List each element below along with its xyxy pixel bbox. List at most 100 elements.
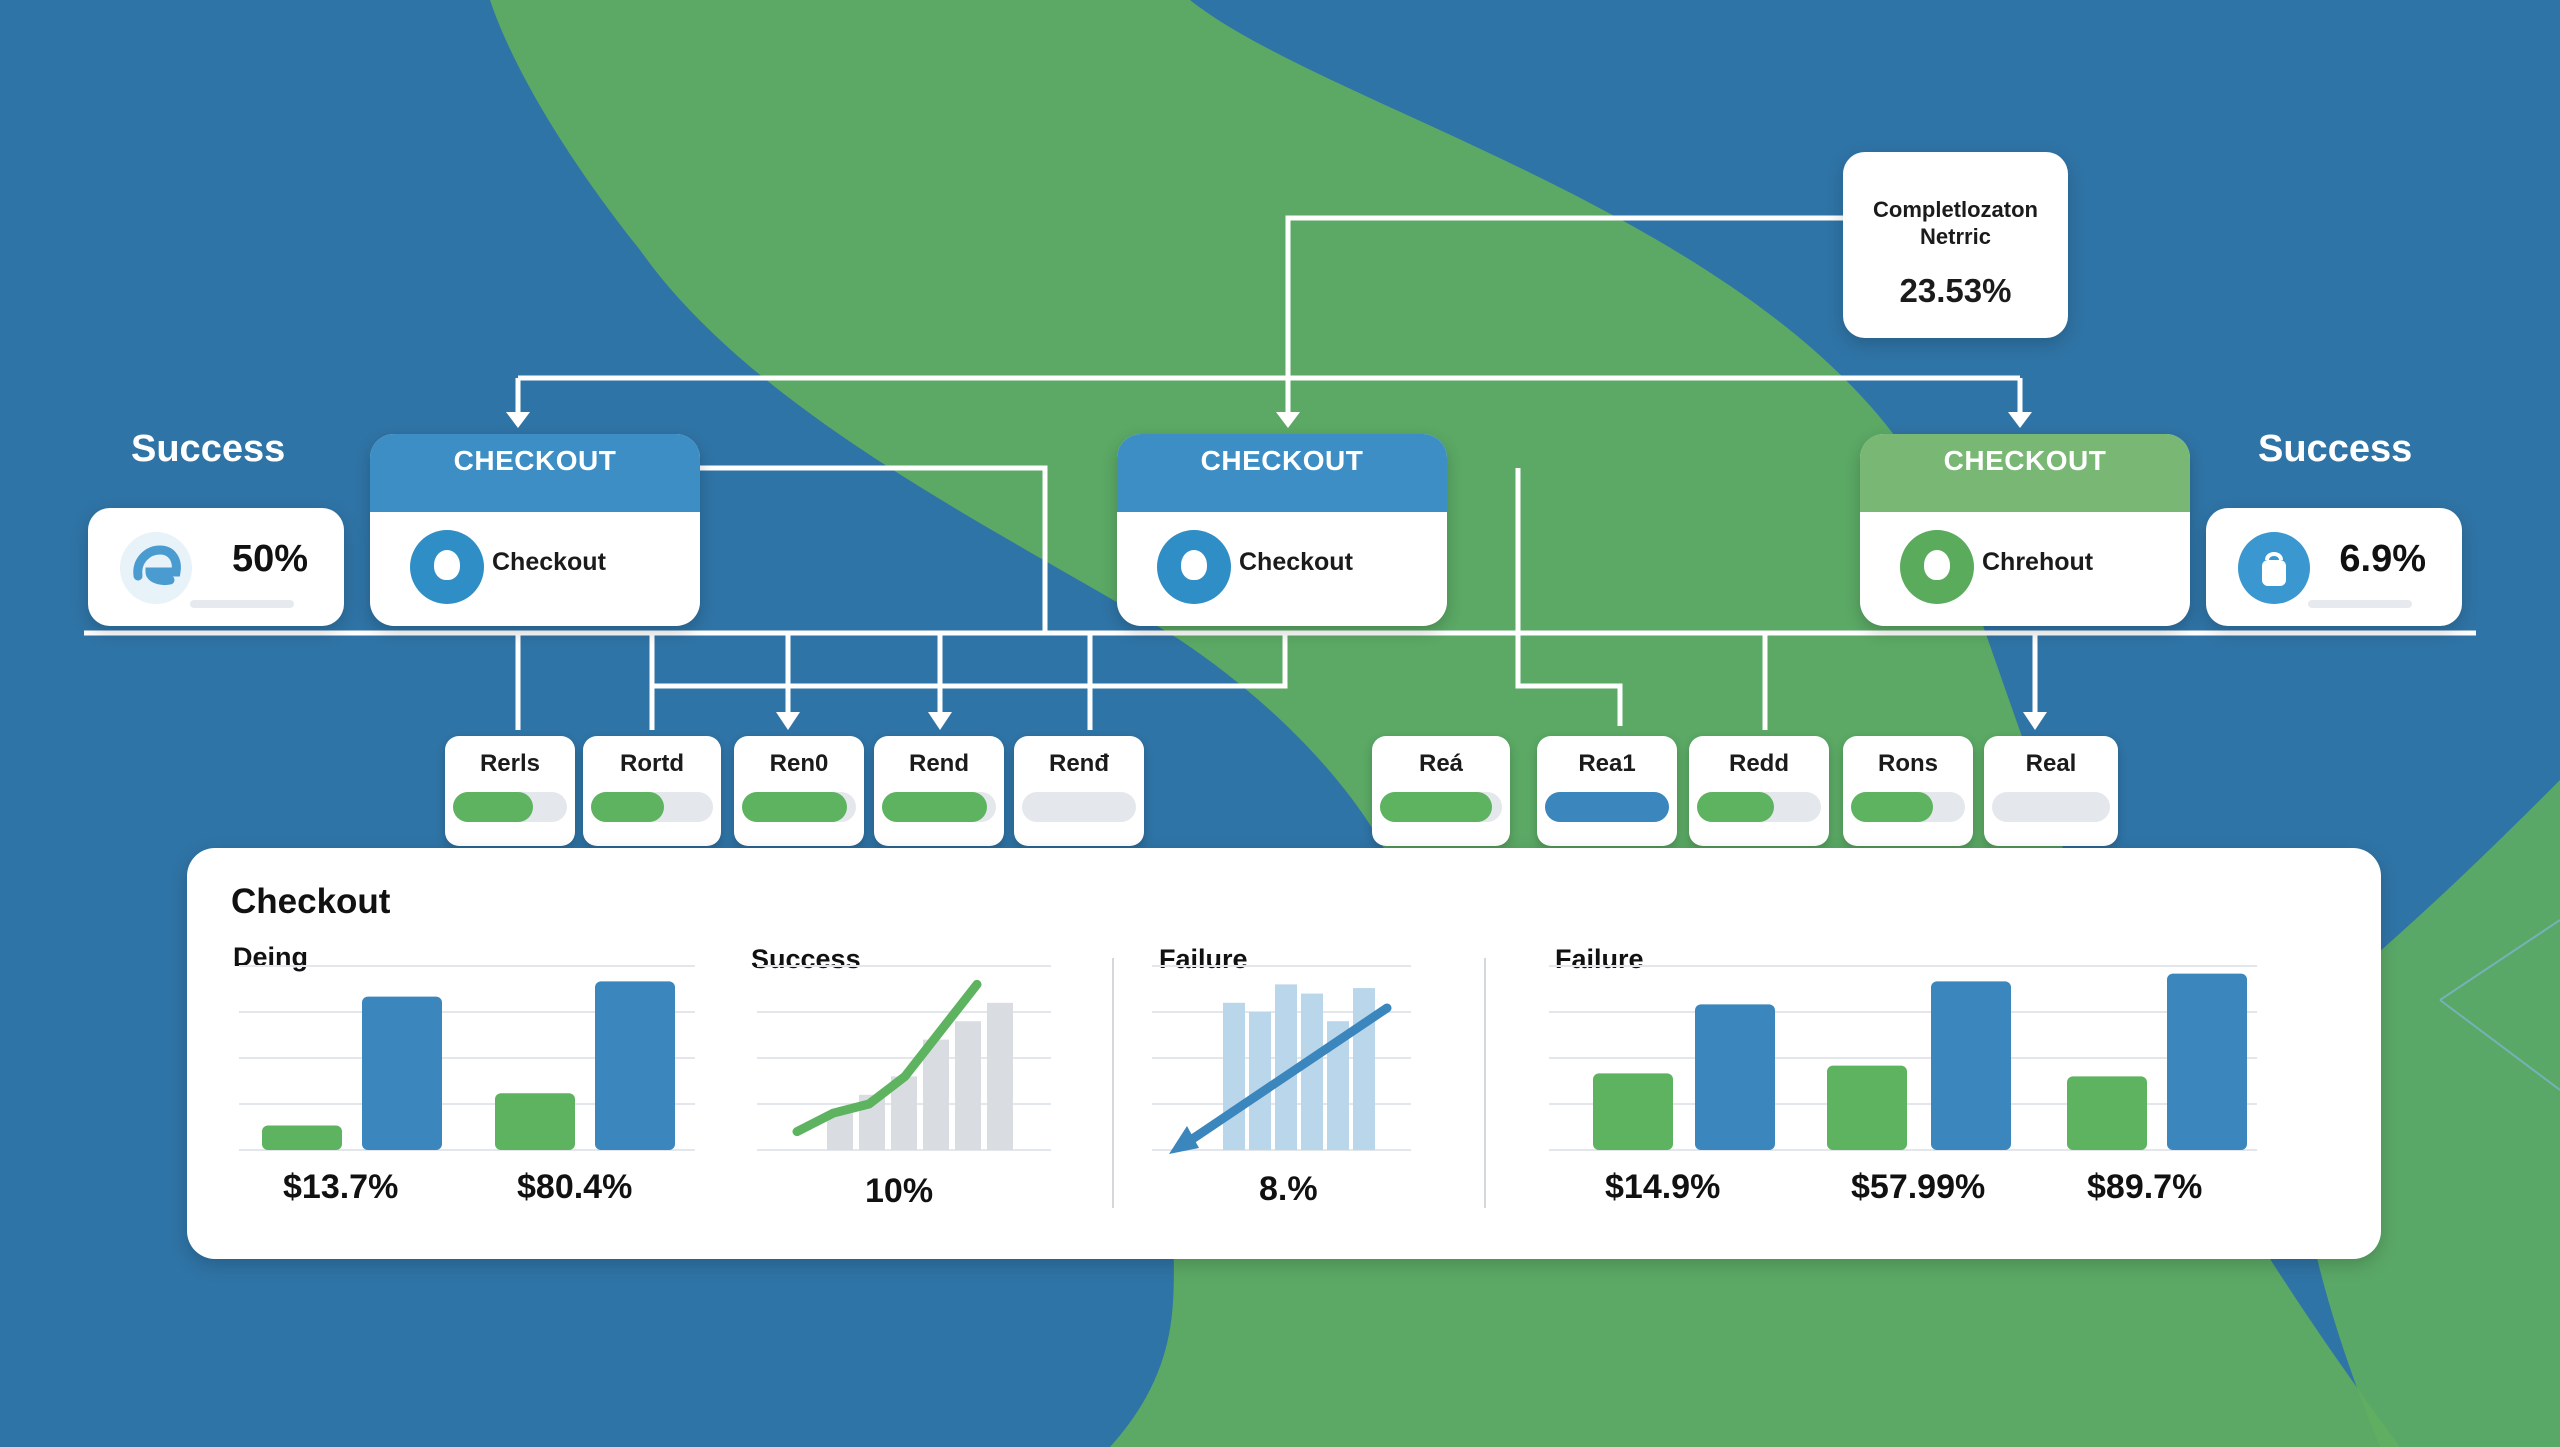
result-card[interactable]: Redd	[1689, 736, 1829, 846]
right-success-bar	[2308, 600, 2412, 608]
result-card[interactable]: Renđ	[1014, 736, 1144, 846]
bar	[955, 1021, 981, 1150]
trend-arrow-head	[1169, 1126, 1199, 1154]
result-progress-track	[742, 792, 856, 822]
completion-metric-value: 23.53%	[1899, 272, 2012, 309]
result-progress-track	[1992, 792, 2110, 822]
checkout-node-1[interactable]: CHECKOUT Checkout	[370, 434, 700, 626]
checkout-node-header: CHECKOUT	[370, 434, 700, 512]
checkout-node-label: Chrehout	[1982, 548, 2094, 576]
result-card[interactable]: Rerls	[445, 736, 575, 846]
result-label: Rons	[1878, 750, 1938, 777]
result-card[interactable]: Rortd	[583, 736, 721, 846]
edge-browser-icon	[120, 532, 192, 604]
result-label: Rea1	[1578, 750, 1636, 777]
checkout-node-2[interactable]: CHECKOUT Checkout	[1117, 434, 1447, 626]
checkout-panel: Checkout Deing Success Failure Failure $…	[187, 848, 2381, 1259]
checkout-node-3[interactable]: CHECKOUT Chrehout	[1860, 434, 2190, 626]
bar	[1327, 1021, 1349, 1150]
right-success-card: 6.9%	[2206, 508, 2462, 626]
result-label: Rerls	[479, 750, 541, 777]
bar	[595, 981, 675, 1150]
result-progress-fill	[453, 792, 533, 822]
checkout-node-label: Checkout	[492, 548, 606, 576]
value-label: 10%	[865, 1172, 934, 1210]
result-progress-fill	[1851, 792, 1934, 822]
bar	[1223, 1002, 1245, 1150]
mini-charts	[239, 965, 2257, 1154]
result-card[interactable]: Rons	[1843, 736, 1973, 846]
value-label: $57.99%	[1851, 1168, 1986, 1206]
result-label: Reá	[1418, 750, 1464, 777]
value-label: 8.%	[1259, 1170, 1318, 1208]
result-card[interactable]: Real	[1984, 736, 2118, 846]
value-label: $14.9%	[1605, 1168, 1721, 1206]
trend-line	[792, 979, 982, 1137]
bar	[827, 1113, 853, 1150]
bar	[1593, 1073, 1673, 1150]
result-label: Rortd	[620, 750, 684, 777]
bar	[1827, 1065, 1907, 1150]
bar	[1275, 984, 1297, 1150]
value-label: $80.4%	[517, 1168, 633, 1206]
result-label: Real	[2025, 750, 2077, 777]
divider	[1484, 958, 1486, 1208]
value-label: $89.7%	[2087, 1168, 2203, 1206]
right-success-value: 6.9%	[2339, 538, 2426, 580]
section-title: Failure	[1555, 944, 1644, 974]
result-progress-track	[1380, 792, 1502, 822]
result-card[interactable]: Reá	[1372, 736, 1510, 846]
checkout-node-header: CHECKOUT	[1860, 434, 2190, 512]
result-progress-track	[1545, 792, 1669, 822]
bar	[2167, 973, 2247, 1150]
checkout-node-header: CHECKOUT	[1117, 434, 1447, 512]
result-label: Renđ	[1049, 750, 1109, 777]
bag-icon	[410, 530, 484, 604]
bar	[1249, 1012, 1271, 1150]
result-progress-fill	[742, 792, 847, 822]
result-card[interactable]: Rea1	[1537, 736, 1677, 846]
checkout-bag-icon	[2238, 532, 2310, 604]
left-success-title: Success	[131, 428, 286, 470]
panel-title: Checkout	[231, 882, 391, 921]
right-success-title: Success	[2258, 428, 2413, 470]
result-progress-fill	[1545, 792, 1669, 822]
result-progress-track	[591, 792, 713, 822]
left-success-bar	[190, 600, 294, 608]
bag-icon	[1157, 530, 1231, 604]
checkout-node-label: Checkout	[1239, 548, 1353, 576]
bar	[262, 1125, 342, 1150]
left-success-card: 50%	[88, 508, 344, 626]
section-title: Success	[751, 944, 861, 974]
result-progress-fill	[882, 792, 987, 822]
bar	[1301, 993, 1323, 1150]
result-progress-track	[1851, 792, 1965, 822]
section-title: Failure	[1159, 944, 1248, 974]
result-progress-track	[453, 792, 567, 822]
bar	[362, 996, 442, 1150]
bar	[2067, 1076, 2147, 1150]
bar	[1695, 1004, 1775, 1150]
result-progress-track	[1697, 792, 1821, 822]
bar	[987, 1002, 1013, 1150]
divider	[1112, 958, 1114, 1208]
result-card[interactable]: Rend	[874, 736, 1004, 846]
result-progress-track	[1022, 792, 1136, 822]
bar	[1931, 981, 2011, 1150]
result-card[interactable]: Ren0	[734, 736, 864, 846]
result-label: Rend	[909, 750, 969, 777]
bag-icon	[1900, 530, 1974, 604]
result-progress-track	[882, 792, 996, 822]
bar	[1353, 988, 1375, 1150]
result-progress-fill	[1697, 792, 1774, 822]
result-progress-fill	[591, 792, 665, 822]
result-label: Redd	[1729, 750, 1789, 777]
trend-arrow	[1177, 1003, 1392, 1151]
result-label: Ren0	[769, 750, 829, 777]
value-label: $13.7%	[283, 1168, 399, 1206]
bar	[923, 1039, 949, 1150]
bar	[495, 1093, 575, 1150]
